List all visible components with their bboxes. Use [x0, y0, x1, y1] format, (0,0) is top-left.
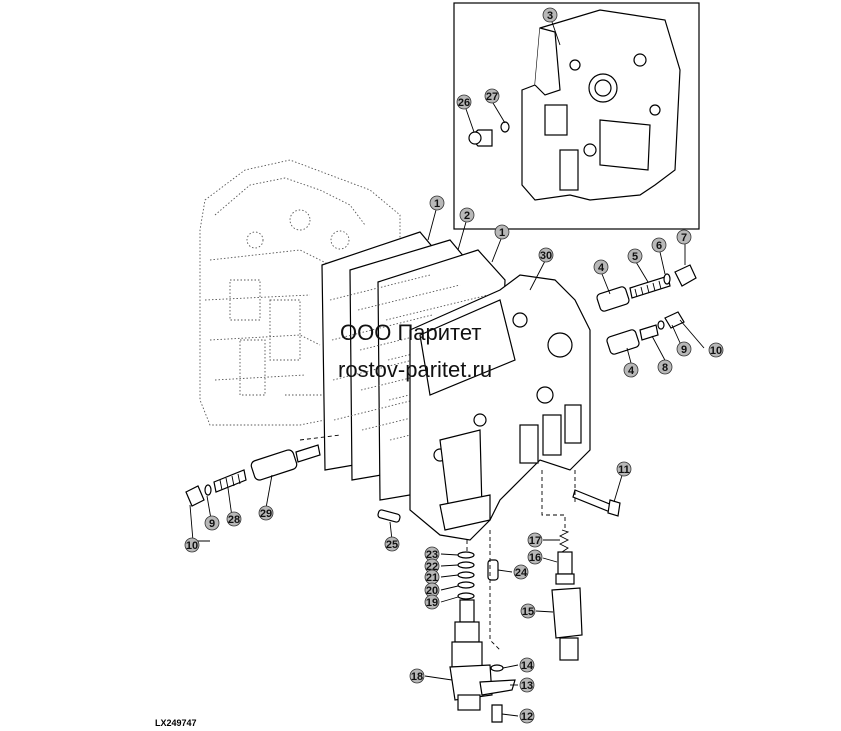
svg-text:3: 3 [547, 10, 553, 22]
solenoid-assembly [449, 599, 516, 723]
bolt [572, 489, 621, 517]
callout-18: 18 [409, 668, 425, 684]
callout-15: 15 [520, 603, 536, 619]
callout-2: 2 [459, 207, 475, 223]
svg-text:5: 5 [632, 251, 638, 263]
svg-text:9: 9 [681, 344, 687, 356]
leader-lines [189, 21, 705, 717]
valve-housing [409, 274, 591, 541]
watermark-line2: rostov-paritet.ru [338, 357, 492, 382]
callout-13: 13 [519, 677, 535, 693]
svg-text:4: 4 [598, 262, 605, 274]
washers [457, 551, 499, 600]
callout-5: 5 [627, 248, 643, 264]
callout-9b: 9 [204, 515, 220, 531]
svg-text:27: 27 [486, 91, 498, 103]
svg-text:30: 30 [540, 250, 552, 262]
svg-text:8: 8 [662, 362, 668, 374]
callout-9a: 9 [676, 341, 692, 357]
svg-text:6: 6 [656, 240, 662, 252]
callout-29: 29 [258, 505, 274, 521]
svg-text:22: 22 [426, 561, 438, 573]
callout-11: 11 [616, 461, 632, 477]
svg-text:1: 1 [499, 227, 505, 239]
svg-text:16: 16 [529, 552, 541, 564]
svg-text:25: 25 [386, 539, 398, 551]
callout-1a: 1 [429, 195, 445, 211]
callout-19: 19 [424, 594, 440, 610]
callout-26: 26 [456, 94, 472, 110]
svg-text:14: 14 [521, 660, 534, 672]
figure-code: LX249747 [155, 718, 197, 728]
svg-text:7: 7 [681, 232, 687, 244]
callout-10b: 10 [184, 537, 200, 553]
svg-text:12: 12 [521, 711, 533, 723]
svg-text:23: 23 [426, 549, 438, 561]
svg-text:13: 13 [521, 680, 533, 692]
svg-text:20: 20 [426, 585, 438, 597]
svg-text:10: 10 [710, 345, 722, 357]
callout-14: 14 [519, 657, 535, 673]
svg-text:18: 18 [411, 671, 423, 683]
svg-text:11: 11 [618, 464, 630, 476]
callout-28: 28 [226, 511, 242, 527]
callout-16: 16 [527, 549, 543, 565]
callouts: 3 27 26 1 2 1 30 4 5 6 7 9 10 4 8 11 9 2… [184, 7, 724, 724]
callout-21: 21 [424, 569, 440, 585]
svg-text:1: 1 [434, 198, 440, 210]
sensor-assembly [551, 529, 583, 661]
inset-detail [453, 2, 700, 230]
callout-4a: 4 [593, 259, 609, 275]
callout-8: 8 [657, 359, 673, 375]
svg-text:9: 9 [209, 518, 215, 530]
spools-right [596, 264, 697, 355]
callout-25: 25 [384, 536, 400, 552]
alignment-lines [299, 434, 576, 651]
callout-20: 20 [424, 582, 440, 598]
callout-30: 30 [538, 247, 554, 263]
svg-text:4: 4 [628, 365, 635, 377]
svg-text:2: 2 [464, 210, 470, 222]
svg-text:17: 17 [529, 535, 541, 547]
callout-17: 17 [527, 532, 543, 548]
callout-24: 24 [513, 564, 529, 580]
callout-4b: 4 [623, 362, 639, 378]
callout-27: 27 [484, 88, 500, 104]
svg-text:28: 28 [228, 514, 240, 526]
svg-text:24: 24 [515, 567, 528, 579]
svg-text:21: 21 [426, 572, 438, 584]
callout-23: 23 [424, 546, 440, 562]
svg-text:19: 19 [426, 597, 438, 609]
callout-3: 3 [542, 7, 558, 23]
callout-6: 6 [651, 237, 667, 253]
svg-text:26: 26 [458, 97, 470, 109]
svg-text:10: 10 [186, 540, 198, 552]
callout-12: 12 [519, 708, 535, 724]
svg-text:29: 29 [260, 508, 272, 520]
callout-1b: 1 [494, 224, 510, 240]
callout-10a: 10 [708, 342, 724, 358]
callout-7: 7 [676, 229, 692, 245]
spool-left [185, 444, 321, 507]
watermark-line1: ООО Паритет [340, 320, 481, 345]
pin [377, 509, 401, 523]
svg-text:15: 15 [522, 606, 534, 618]
